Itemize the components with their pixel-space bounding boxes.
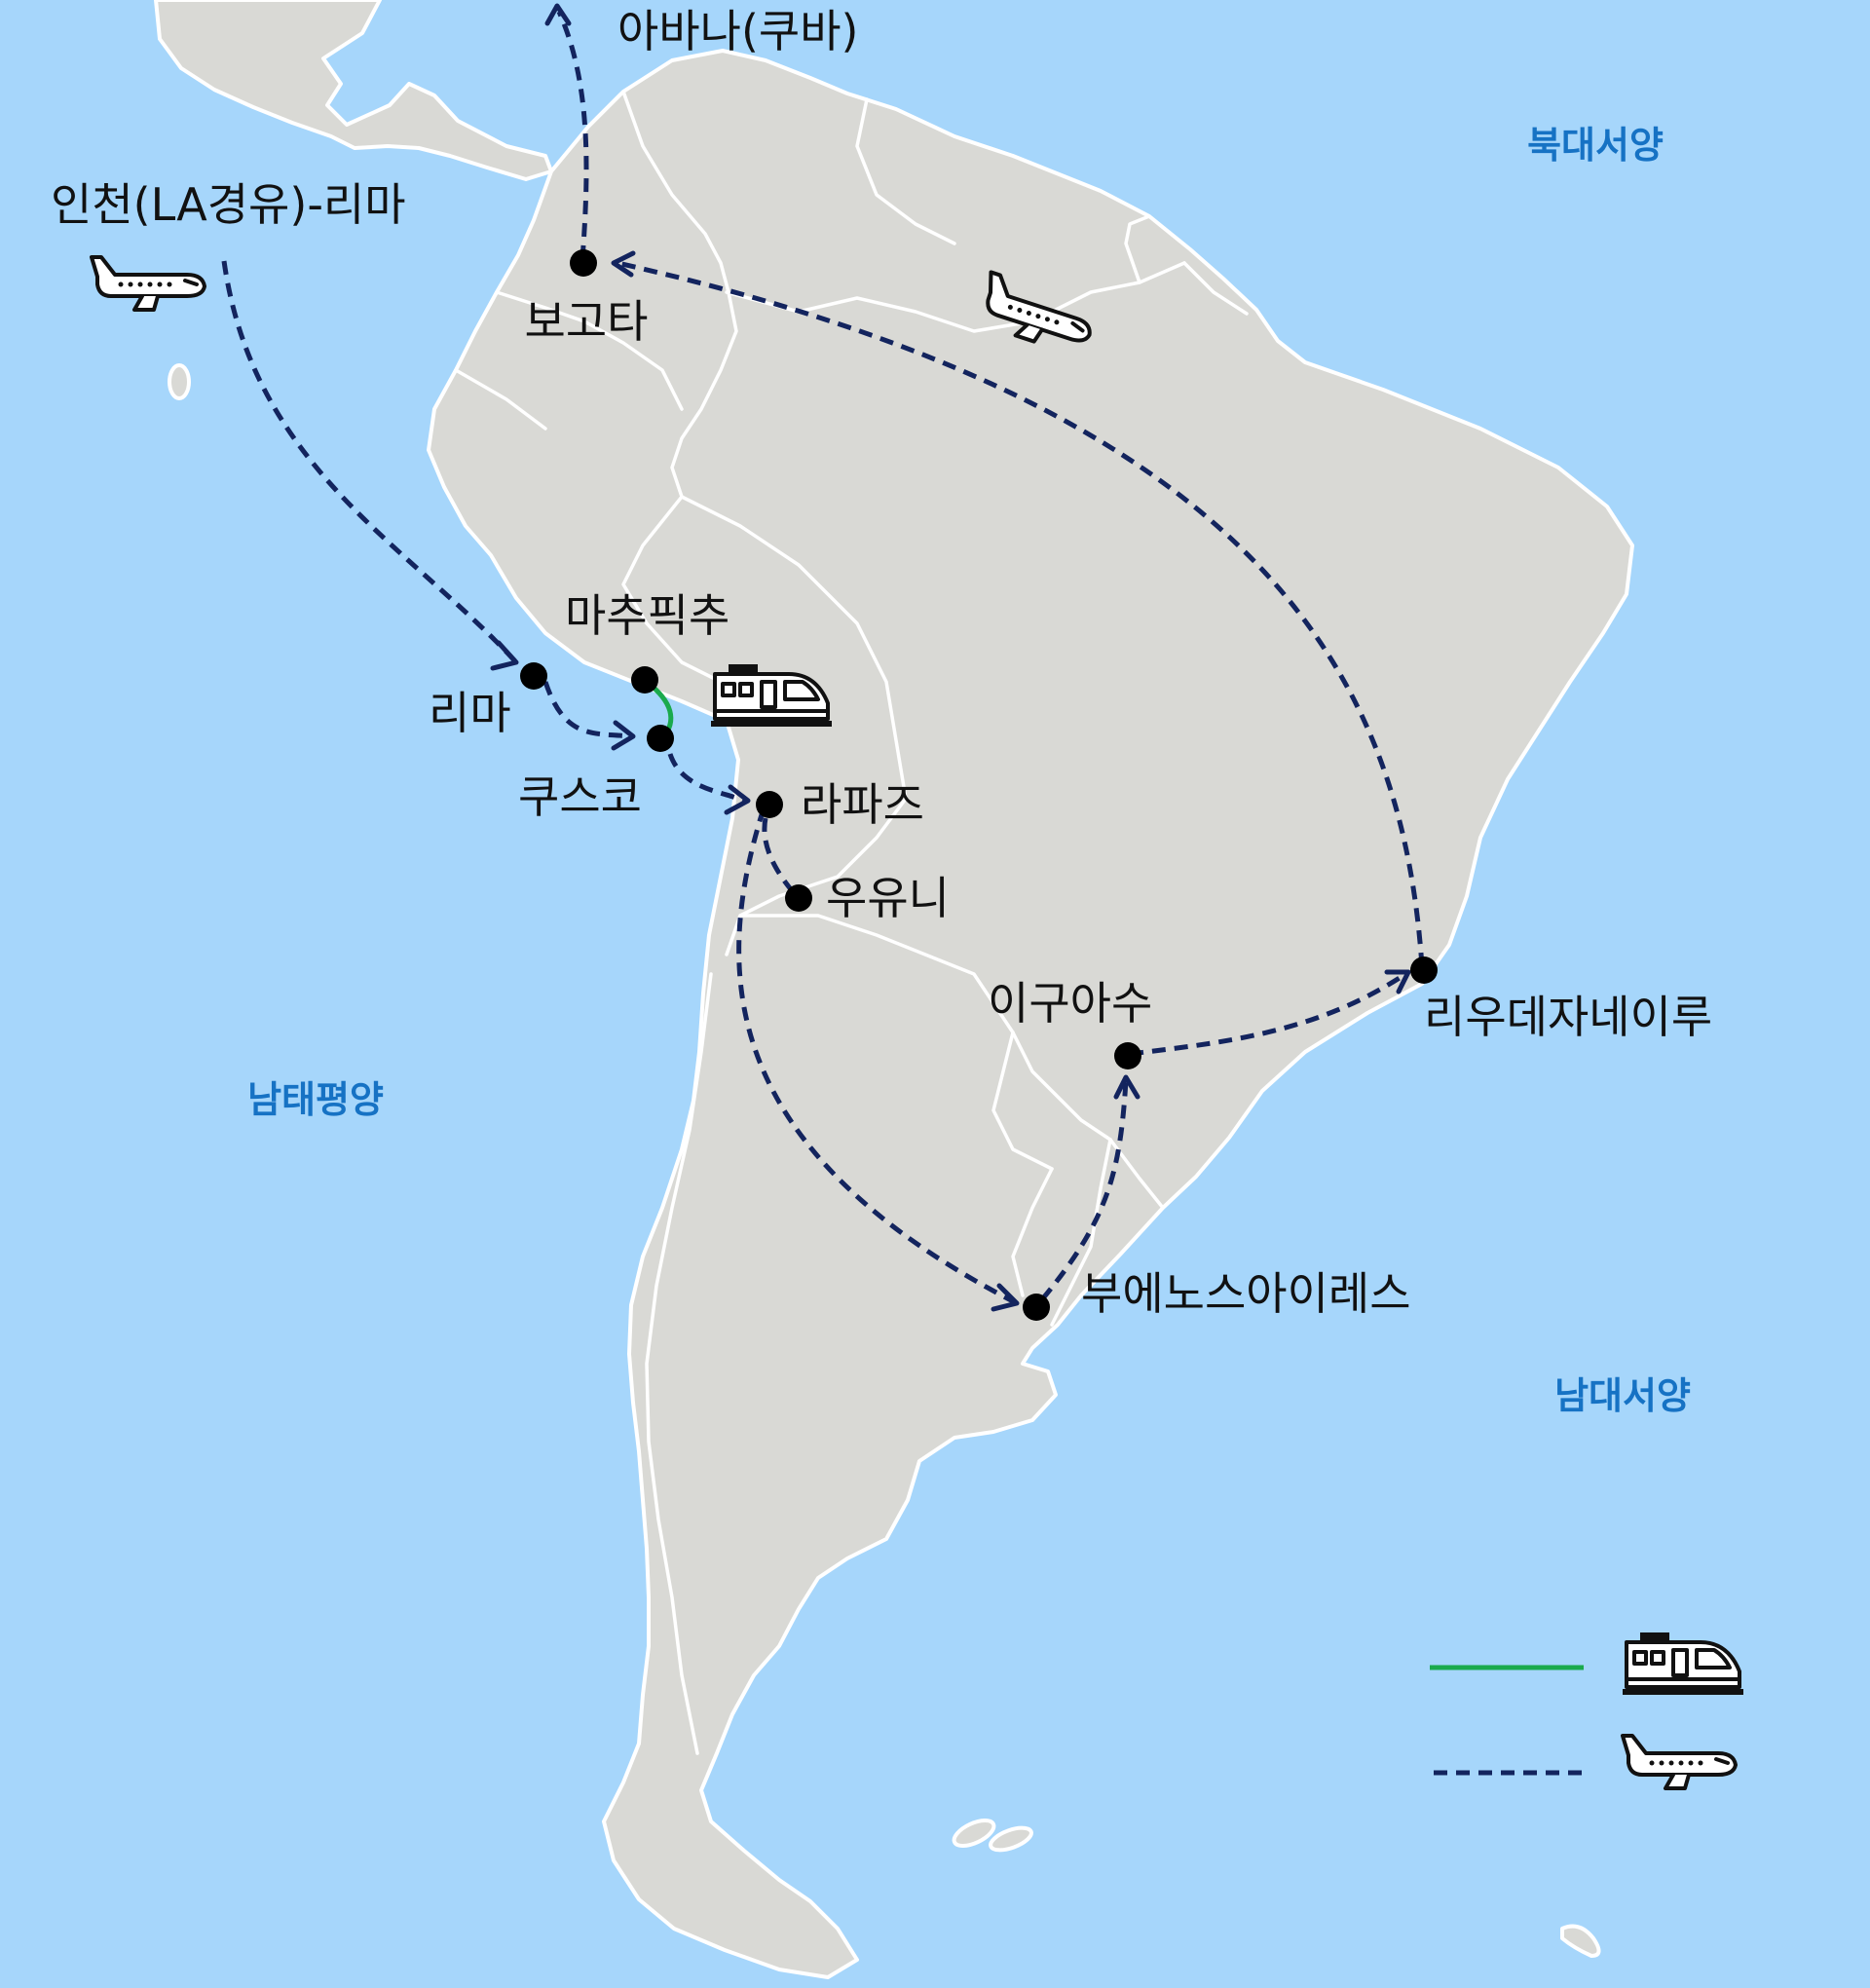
legend	[1430, 1631, 1745, 1790]
city-dot-buenosaires	[1023, 1294, 1050, 1321]
city-label-uyuni: 우유니	[826, 872, 950, 924]
country-borders	[454, 90, 1249, 1755]
arrowhead-bogota	[611, 250, 636, 278]
route-bogota-havana	[556, 10, 589, 260]
island	[989, 1825, 1033, 1853]
city-label-cusco: 쿠스코	[518, 770, 642, 823]
south-america-landmass	[427, 49, 1634, 1979]
origin-label: 인천(LA경유)-리마	[51, 178, 406, 231]
city-dot-iguazu	[1114, 1042, 1141, 1069]
arrowhead-cusco	[611, 720, 636, 751]
city-label-machupicchu: 마추픽추	[565, 589, 729, 642]
route-lapaz-buenosaires	[736, 807, 1015, 1304]
route-buenosaires-iguazu	[1040, 1080, 1129, 1301]
arrowhead-iguazu	[1113, 1074, 1141, 1100]
arrowhead-rio	[1384, 969, 1411, 994]
city-label-buenosaires: 부에노스아이레스	[1081, 1267, 1411, 1320]
route-lima-cusco	[542, 681, 630, 739]
arrowhead-buenosaires	[991, 1283, 1020, 1312]
arrowhead-lapaz	[724, 784, 751, 815]
city-label-havana: 아바나(쿠바)	[617, 5, 859, 57]
island	[168, 363, 191, 400]
city-dot-bogota	[570, 249, 597, 277]
city-label-iguazu: 이구아수	[988, 977, 1152, 1030]
ocean-label-south-atlantic: 남대서양	[1554, 1374, 1691, 1417]
arrowhead-havana	[544, 3, 572, 26]
city-label-lima: 리마	[429, 687, 511, 739]
city-label-lapaz: 라파즈	[801, 778, 924, 831]
island	[952, 1819, 996, 1848]
city-markers	[520, 249, 1438, 1321]
ocean-label-north-atlantic: 북대서양	[1527, 124, 1664, 167]
city-dot-rio	[1410, 956, 1438, 984]
city-dot-lima	[520, 662, 547, 690]
route-arrowheads	[490, 3, 1411, 1312]
arrowhead-lima	[490, 640, 519, 671]
route-cusco-lapaz	[667, 753, 745, 804]
city-dot-machupicchu	[631, 666, 658, 694]
island	[1560, 1924, 1601, 1958]
city-label-bogota: 보고타	[525, 295, 649, 348]
ocean-label-south-pacific: 남태평양	[247, 1078, 384, 1121]
city-dot-lapaz	[756, 791, 783, 818]
city-label-rio: 리우데자네이루	[1424, 991, 1712, 1043]
city-dot-uyuni	[785, 884, 812, 912]
city-dot-cusco	[647, 725, 674, 752]
route-iguazu-rio	[1129, 973, 1404, 1057]
